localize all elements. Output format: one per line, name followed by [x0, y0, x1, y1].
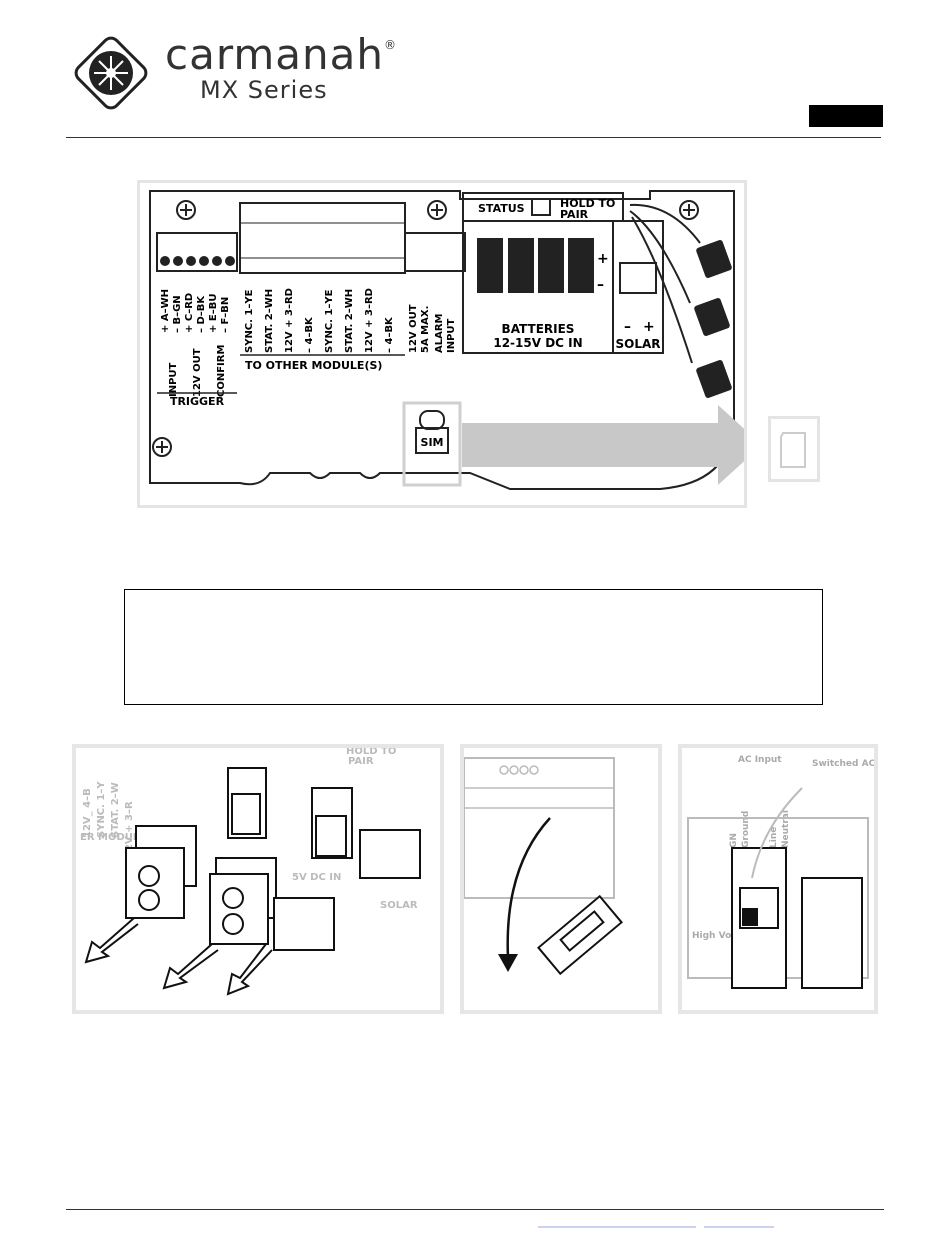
step-illustration-connectors: 12V_ 4–B SYNC. 1–Y STAT. 2–W 12V + 3–R E…	[72, 744, 444, 1014]
trigger-wire-d: – D–BK	[196, 295, 207, 333]
step1-label-5: ER MODUL	[80, 832, 140, 843]
footer-link-underline-2[interactable]	[704, 1226, 774, 1228]
footer-rule	[66, 1209, 884, 1210]
step1-label-7: HOLD TO	[346, 748, 396, 757]
step3-label-4: Ground	[741, 811, 751, 848]
terminal-12vout-label: 12V OUT	[192, 348, 203, 397]
batteries-label: BATTERIES	[502, 322, 575, 336]
series-name: MX Series	[200, 76, 328, 104]
step1-label-3: STAT. 2–W	[110, 782, 121, 838]
step3-label-3: GN	[729, 833, 739, 848]
sim-direction-arrow	[462, 405, 762, 485]
right-term-2: 5A MAX.	[420, 306, 431, 353]
module-term-7: 12V + 3–RD	[364, 288, 375, 353]
module-term-4: – 4–BK	[304, 316, 315, 353]
hold-to-pair-label-2: PAIR	[560, 208, 589, 221]
battery-plus: +	[597, 251, 609, 267]
terminal-input-label: INPUT	[168, 362, 179, 397]
brand-name: carmanah®	[165, 30, 397, 79]
wiring-diagram: STATUS HOLD TO PAIR + – BATTERIES 12-15V…	[149, 190, 762, 490]
solar-minus: –	[624, 319, 631, 335]
rotate-arrow-icon	[498, 954, 518, 972]
step1-label-8: 5V DC IN	[292, 872, 341, 883]
module-term-1: SYNC. 1–YE	[244, 289, 255, 353]
footer-link-underline[interactable]	[538, 1226, 696, 1228]
sim-label: SIM	[421, 436, 444, 449]
note-box	[124, 589, 823, 705]
status-label: STATUS	[478, 202, 525, 215]
trigger-wire-e: + E–BU	[208, 294, 219, 333]
carmanah-logo-icon	[74, 36, 148, 110]
solar-plus: +	[643, 319, 655, 335]
module-term-5: SYNC. 1–YE	[324, 289, 335, 353]
step3-label-6: Neutral	[781, 810, 791, 848]
header-tab	[809, 105, 883, 127]
step-illustration-battery-clip	[460, 744, 662, 1014]
step3-label-1: AC Input	[738, 755, 782, 765]
sim-card-icon	[768, 416, 820, 482]
step3-label-7: High Voltage	[692, 931, 757, 941]
trigger-wire-b: – B–GN	[172, 295, 183, 333]
hold-to-pair-label-1: HOLD TO	[560, 197, 615, 210]
step1-label-1: 12V_ 4–B	[82, 788, 93, 838]
trigger-wire-a: + A–WH	[160, 289, 171, 333]
module-term-3: 12V + 3–RD	[284, 288, 295, 353]
right-term-1: 12V OUT	[408, 304, 419, 353]
step1-label-9: SOLAR	[380, 900, 418, 911]
step3-label-2: Switched AC Output	[812, 759, 874, 769]
step3-label-5: Line	[769, 827, 779, 848]
module-term-8: – 4–BK	[384, 316, 395, 353]
step1-label-2: SYNC. 1–Y	[96, 781, 107, 838]
terminal-confirm-label: CONFIRM	[216, 345, 227, 397]
antenna-icon	[694, 240, 732, 398]
module-term-6: STAT. 2–WH	[344, 289, 355, 353]
header-rule	[66, 137, 881, 138]
step1-label-6: PAIR	[348, 756, 374, 767]
module-term-2: STAT. 2–WH	[264, 289, 275, 353]
trigger-label: TRIGGER	[170, 395, 225, 408]
trigger-wire-f: – F–BN	[220, 297, 231, 333]
battery-minus: –	[597, 277, 604, 293]
solar-label: SOLAR	[615, 337, 660, 351]
right-term-3: ALARM	[434, 313, 445, 353]
screw-icon	[152, 200, 699, 457]
step-illustration-ac-module: AC Input Switched AC Output GN Ground Li…	[678, 744, 878, 1014]
wiring-diagram-panel: STATUS HOLD TO PAIR + – BATTERIES 12-15V…	[137, 180, 762, 508]
batteries-volts-label: 12-15V DC IN	[493, 336, 582, 350]
step1-label-4: 12V + 3–R	[124, 801, 135, 858]
trigger-wire-c: + C–RD	[184, 293, 195, 333]
to-other-modules-label: TO OTHER MODULE(S)	[245, 359, 382, 372]
right-term-4: INPUT	[446, 318, 457, 353]
switch-icon	[742, 908, 758, 926]
